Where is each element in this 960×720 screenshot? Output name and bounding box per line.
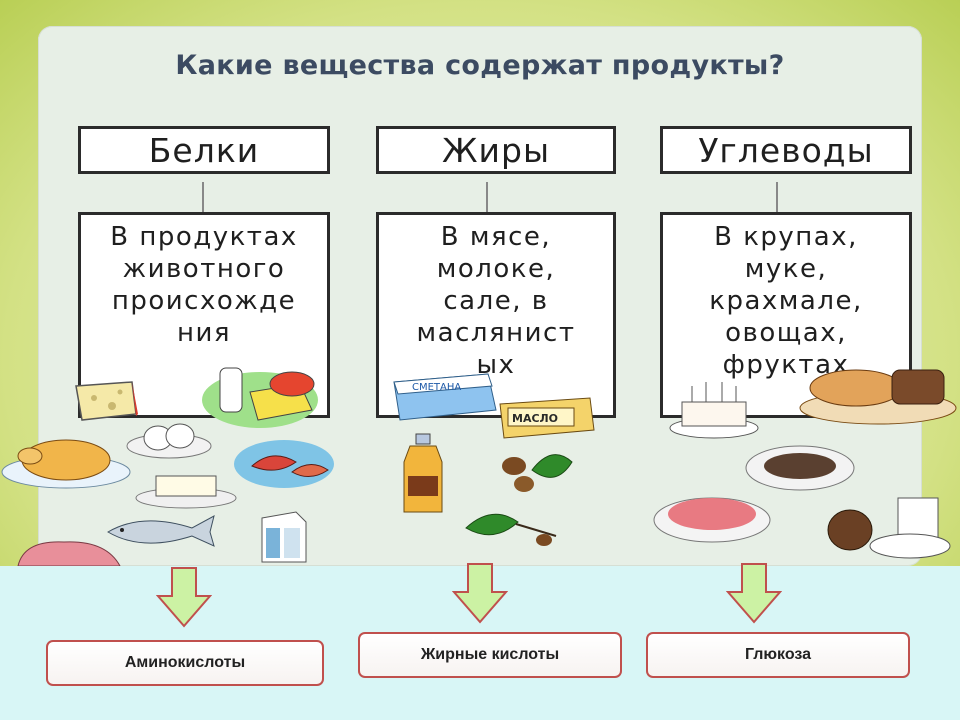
berries-bowl-icon xyxy=(653,497,771,543)
roast-chicken-icon xyxy=(1,439,131,489)
desc-line: сале, в xyxy=(443,286,549,316)
eggs-plate-icon xyxy=(126,423,212,459)
oil-bottle-icon xyxy=(403,433,443,513)
connector-fats xyxy=(486,182,488,228)
butter-label: МАСЛО xyxy=(512,412,558,425)
arrow-down-icon xyxy=(156,567,212,628)
meat-icon xyxy=(17,541,121,566)
desc-line: В продуктах xyxy=(110,222,298,252)
buckwheat-plate-icon xyxy=(745,445,855,491)
nuts-leaves-icon xyxy=(502,454,573,492)
seafood-icon xyxy=(234,440,334,488)
connector-carbs xyxy=(776,182,778,228)
result-glucose: Глюкоза xyxy=(646,632,910,678)
desc-line: молоке, xyxy=(436,254,556,284)
connector-proteins xyxy=(202,182,204,228)
arrow-down-icon xyxy=(452,563,508,624)
desc-line: крахмале, xyxy=(709,286,863,316)
sour-cream-icon: СМЕТАНА xyxy=(393,373,497,421)
desc-line: В мясе, xyxy=(440,222,552,252)
nuts-and-dairy-icon xyxy=(827,497,951,559)
fish-icon xyxy=(107,515,215,547)
arrow-down-icon xyxy=(726,563,782,624)
cake-icon xyxy=(669,382,759,439)
desc-line: происхожде xyxy=(111,286,297,316)
header-carbs: Углеводы xyxy=(660,126,912,174)
desc-line: маслянист xyxy=(416,318,576,348)
desc-line: овощах, xyxy=(725,318,847,348)
butter-pack-icon: МАСЛО xyxy=(499,397,595,439)
desc-line: муке, xyxy=(744,254,828,284)
bread-icon xyxy=(799,369,957,425)
milk-carton-icon xyxy=(261,511,307,563)
desc-line: животного xyxy=(122,254,286,284)
header-fats: Жиры xyxy=(376,126,616,174)
desc-line: ния xyxy=(176,318,232,348)
slide-title: Какие вещества содержат продукты? xyxy=(175,50,785,81)
milk-and-cheese-icon xyxy=(202,367,318,428)
nuts-branch-icon xyxy=(465,513,557,546)
result-fatty-acids: Жирные кислоты xyxy=(358,632,622,678)
desc-line: В крупах, xyxy=(714,222,858,252)
sour-cream-label: СМЕТАНА xyxy=(412,382,461,393)
header-proteins: Белки xyxy=(78,126,330,174)
result-amino-acids: Аминокислоты xyxy=(46,640,324,686)
cheese-wedge-icon xyxy=(75,381,138,421)
butter-dish-icon xyxy=(135,475,237,509)
